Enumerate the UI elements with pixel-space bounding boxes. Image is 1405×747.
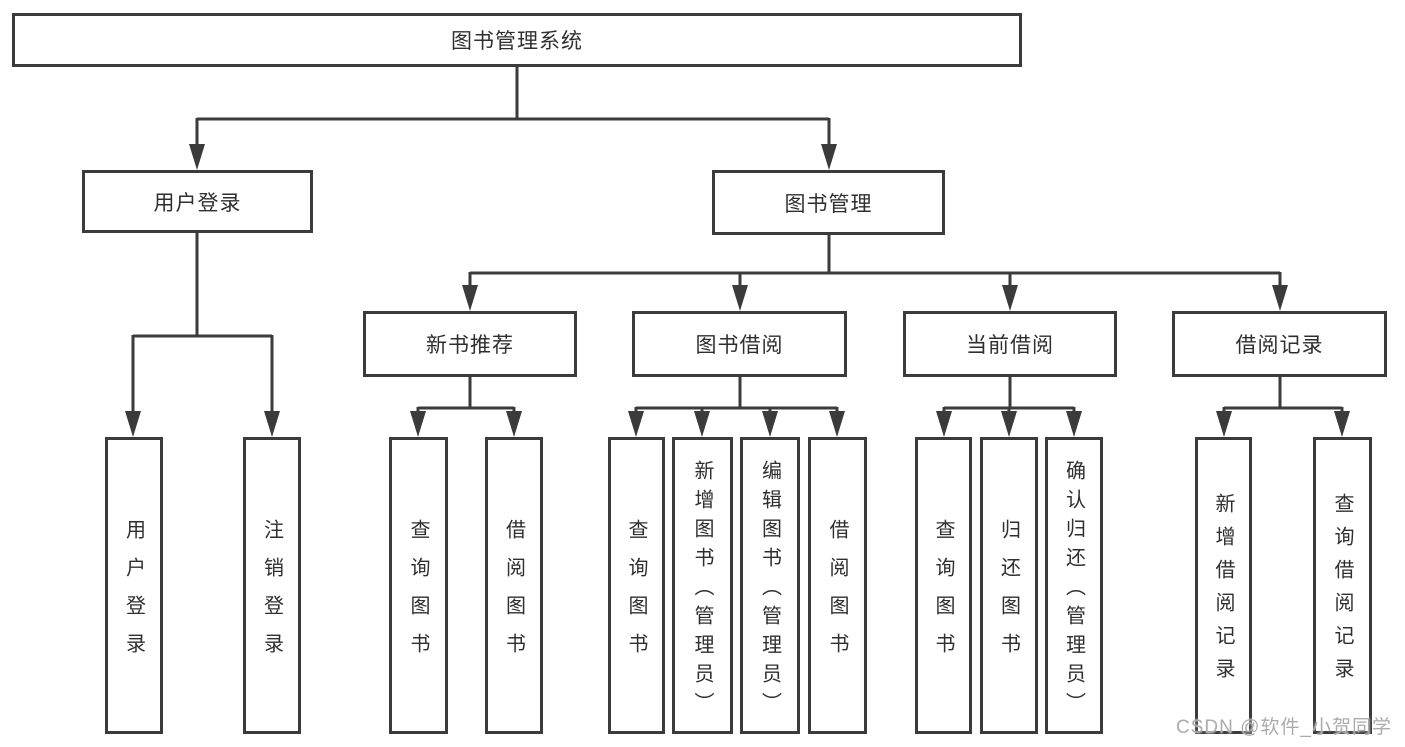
leaf-query-books-borrowing: 查询图书 xyxy=(608,437,665,734)
leaf-query-books-current: 查询图书 xyxy=(915,437,972,734)
leaf-confirm-return-admin-label: 确认归还（管理员） xyxy=(1062,459,1085,721)
leaf-borrow-books-recommend-label: 借阅图书 xyxy=(502,518,525,671)
node-book-borrowing-label: 图书借阅 xyxy=(695,334,784,357)
leaf-query-books-recommend-label: 查询图书 xyxy=(407,518,429,671)
leaf-query-books-recommend: 查询图书 xyxy=(389,437,448,734)
node-new-book-recommendation-label: 新书推荐 xyxy=(426,334,514,357)
leaf-add-books-admin: 新增图书（管理员） xyxy=(672,437,733,734)
leaf-confirm-return-admin: 确认归还（管理员） xyxy=(1045,437,1103,734)
leaf-borrow-books-recommend: 借阅图书 xyxy=(485,437,543,734)
node-library-management-system-label: 图书管理系统 xyxy=(451,30,583,53)
leaf-edit-books-admin-label: 编辑图书（管理员） xyxy=(758,459,781,721)
arrowheads xyxy=(125,144,1350,437)
node-book-management-branch-label: 图书管理 xyxy=(784,192,873,216)
leaf-query-books-borrowing-label: 查询图书 xyxy=(625,518,647,671)
leaf-add-borrow-record: 新增借阅记录 xyxy=(1195,437,1252,734)
leaf-edit-books-admin: 编辑图书（管理员） xyxy=(740,437,800,734)
leaf-user-login: 用户登录 xyxy=(105,437,163,734)
leaf-logout: 注销登录 xyxy=(243,437,301,734)
node-book-management-branch: 图书管理 xyxy=(712,170,945,235)
leaf-query-borrow-record: 查询借阅记录 xyxy=(1313,437,1372,734)
node-new-book-recommendation: 新书推荐 xyxy=(363,311,577,377)
leaf-add-books-admin-label: 新增图书（管理员） xyxy=(691,459,713,721)
leaf-return-books: 归还图书 xyxy=(980,437,1038,734)
leaf-add-borrow-record-label: 新增借阅记录 xyxy=(1212,493,1234,691)
node-current-borrowing: 当前借阅 xyxy=(903,311,1117,377)
node-borrowing-records-label: 借阅记录 xyxy=(1235,334,1324,357)
node-book-borrowing: 图书借阅 xyxy=(632,311,847,377)
watermark: CSDN @软件_小贺同学 xyxy=(1176,717,1392,738)
leaf-borrow-books-label: 借阅图书 xyxy=(826,518,848,671)
node-current-borrowing-label: 当前借阅 xyxy=(966,334,1054,357)
leaf-logout-label: 注销登录 xyxy=(260,518,283,671)
node-borrowing-records: 借阅记录 xyxy=(1172,311,1387,377)
leaf-return-books-label: 归还图书 xyxy=(997,518,1020,671)
node-library-management-system: 图书管理系统 xyxy=(12,13,1022,67)
leaf-query-borrow-record-label: 查询借阅记录 xyxy=(1331,493,1353,691)
node-user-login-branch: 用户登录 xyxy=(82,170,313,233)
leaf-query-books-current-label: 查询图书 xyxy=(932,518,954,671)
leaf-user-login-label: 用户登录 xyxy=(122,518,145,671)
node-user-login-branch-label: 用户登录 xyxy=(153,191,242,215)
leaf-borrow-books: 借阅图书 xyxy=(808,437,867,734)
